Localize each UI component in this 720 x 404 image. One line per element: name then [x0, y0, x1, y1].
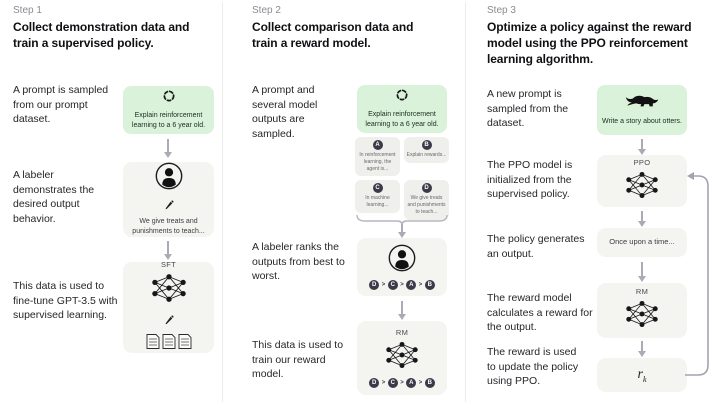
step3-caption-reward: The reward model calculates a reward for…	[487, 292, 593, 334]
neural-network-icon	[148, 272, 190, 309]
step3-prompt-text: Write a story about otters.	[601, 118, 682, 126]
rank-badge: D	[369, 378, 380, 388]
step1-prompt-box: Explain reinforcement learning to a 6 ye…	[123, 86, 214, 134]
step1-sft-box: SFT	[123, 260, 214, 355]
step1-prompt-text: Explain reinforcement learning to a 6 ye…	[131, 112, 206, 129]
down-arrow	[164, 139, 171, 158]
step2-label: Step 2	[252, 5, 281, 16]
rank-separator: >	[381, 380, 386, 386]
rm-model-label: RM	[635, 287, 649, 296]
step3-output-text: Once upon a time...	[609, 237, 675, 247]
step1-label: Step 1	[13, 5, 42, 16]
reward-symbol: rk	[637, 366, 647, 384]
step1-caption-labeler: A labeler demonstrates the desired outpu…	[13, 169, 95, 226]
cycle-icon	[395, 88, 409, 107]
output-cell-d: D We give treats and punishments to teac…	[404, 180, 449, 220]
down-arrow	[638, 139, 645, 155]
rank-badge: A	[406, 378, 417, 388]
output-badge: A	[372, 140, 383, 150]
rank-badge: C	[387, 280, 398, 290]
cycle-icon	[162, 89, 176, 108]
rank-separator: >	[418, 282, 423, 288]
step2-prompt-text: Explain reinforcement learning to a 6 ye…	[365, 111, 439, 128]
rank-separator: >	[418, 380, 423, 386]
step3-prompt-box: Write a story about otters.	[597, 85, 687, 135]
step3-ppo-box: PPO	[597, 155, 687, 207]
step2-caption-sampled: A prompt and several model outputs are s…	[252, 84, 318, 141]
down-arrow	[638, 262, 645, 282]
step3-title: Optimize a policy against the reward mod…	[487, 20, 692, 66]
rank-badge: D	[369, 280, 380, 290]
step1-labeler-note: We give treats and punishments to teach.…	[132, 218, 205, 235]
step2-caption-train-rm: This data is used to train our reward mo…	[252, 339, 344, 381]
step3-caption-output: The policy generates an output.	[487, 233, 585, 260]
step3-output-box: Once upon a time...	[597, 228, 687, 257]
rm-model-label: RM	[395, 328, 409, 337]
step2-rm-box: RM D > C > A > B	[357, 321, 447, 395]
step3-rm-box: RM	[597, 283, 687, 338]
output-cell-a: A In reinforcement learning, the agent i…	[355, 137, 400, 177]
rank-badge: C	[387, 378, 398, 388]
output-text: Explain rewards...	[406, 152, 447, 158]
neural-network-icon	[622, 299, 662, 334]
feedback-loop-arrow	[684, 168, 712, 387]
output-badge: D	[421, 183, 432, 194]
rank-badge: B	[424, 378, 435, 388]
step3-caption-ppo-init: The PPO model is initialized from the su…	[487, 159, 573, 201]
output-badge: B	[421, 140, 432, 150]
down-arrow	[164, 241, 171, 260]
rank-separator: >	[400, 380, 404, 386]
step3-caption-prompt: A new prompt is sampled from the dataset…	[487, 88, 569, 130]
otter-icon	[625, 93, 659, 114]
output-cell-b: B Explain rewards...	[404, 137, 449, 163]
output-text: In reinforcement learning, the agent is.…	[359, 152, 396, 172]
output-cell-c: C In machine learning...	[355, 180, 400, 213]
ranking-row: D > C > A > B	[369, 378, 435, 388]
down-arrow	[398, 301, 405, 320]
person-icon	[155, 162, 183, 195]
step2-caption-ranks: A labeler ranks the outputs from best to…	[252, 241, 345, 283]
ppo-model-label: PPO	[633, 157, 651, 167]
step1-labeler-box: We give treats and punishments to teach.…	[123, 162, 214, 237]
down-arrow	[638, 211, 645, 227]
step2-title: Collect comparison data and train a rewa…	[252, 20, 414, 50]
step3-reward-box: rk	[597, 358, 687, 392]
neural-network-icon	[622, 170, 662, 205]
output-badge: C	[372, 183, 383, 194]
ranking-row: D > C > A > B	[369, 280, 435, 290]
step1-title: Collect demonstration data and train a s…	[13, 20, 190, 50]
sft-model-label: SFT	[160, 260, 177, 269]
column-divider	[222, 2, 223, 402]
pencil-icon	[164, 197, 174, 215]
pencil-icon	[164, 312, 174, 330]
column-divider	[465, 2, 466, 402]
output-text: In machine learning...	[365, 195, 390, 208]
rank-badge: B	[424, 280, 435, 290]
step1-caption-prompt: A prompt is sampled from our prompt data…	[13, 84, 109, 126]
step3-caption-update: The reward is used to update the policy …	[487, 346, 579, 388]
step2-prompt-box: Explain reinforcement learning to a 6 ye…	[357, 85, 447, 133]
down-arrow	[398, 224, 405, 238]
person-icon	[388, 244, 416, 277]
down-arrow	[638, 341, 645, 357]
output-text: We give treats and punishments to teach.…	[407, 195, 446, 215]
rank-separator: >	[400, 282, 404, 288]
rank-badge: A	[406, 280, 417, 290]
step2-output-grid: A In reinforcement learning, the agent i…	[355, 137, 449, 220]
rank-separator: >	[381, 282, 386, 288]
step2-rank-box: D > C > A > B	[357, 238, 447, 296]
step1-caption-finetune: This data is used to fine-tune GPT-3.5 w…	[13, 280, 118, 322]
neural-network-icon	[382, 340, 422, 375]
documents-icon	[146, 333, 192, 355]
step3-label: Step 3	[487, 5, 516, 16]
